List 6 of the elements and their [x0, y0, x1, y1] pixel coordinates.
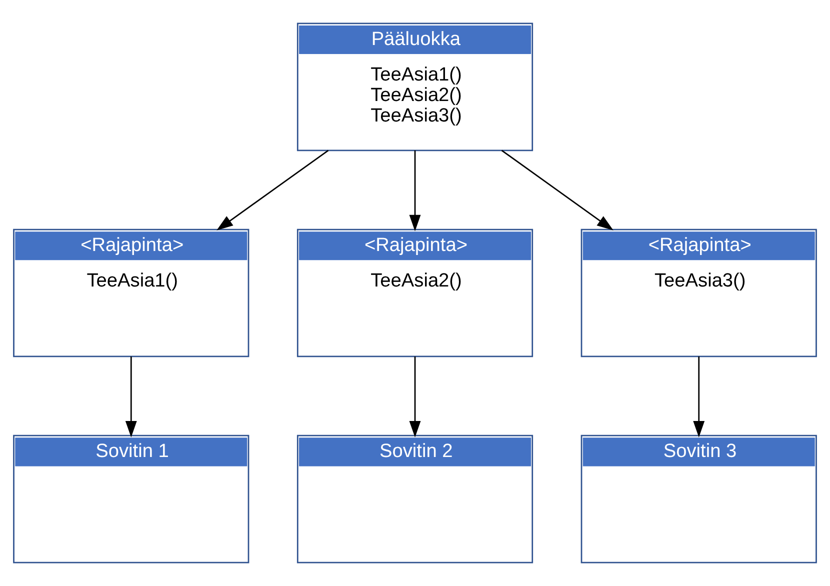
arrow — [216, 150, 329, 230]
arrow — [693, 356, 705, 438]
arrow — [501, 150, 614, 230]
arrow — [409, 356, 421, 438]
arrow — [125, 356, 137, 438]
arrow — [409, 150, 421, 232]
